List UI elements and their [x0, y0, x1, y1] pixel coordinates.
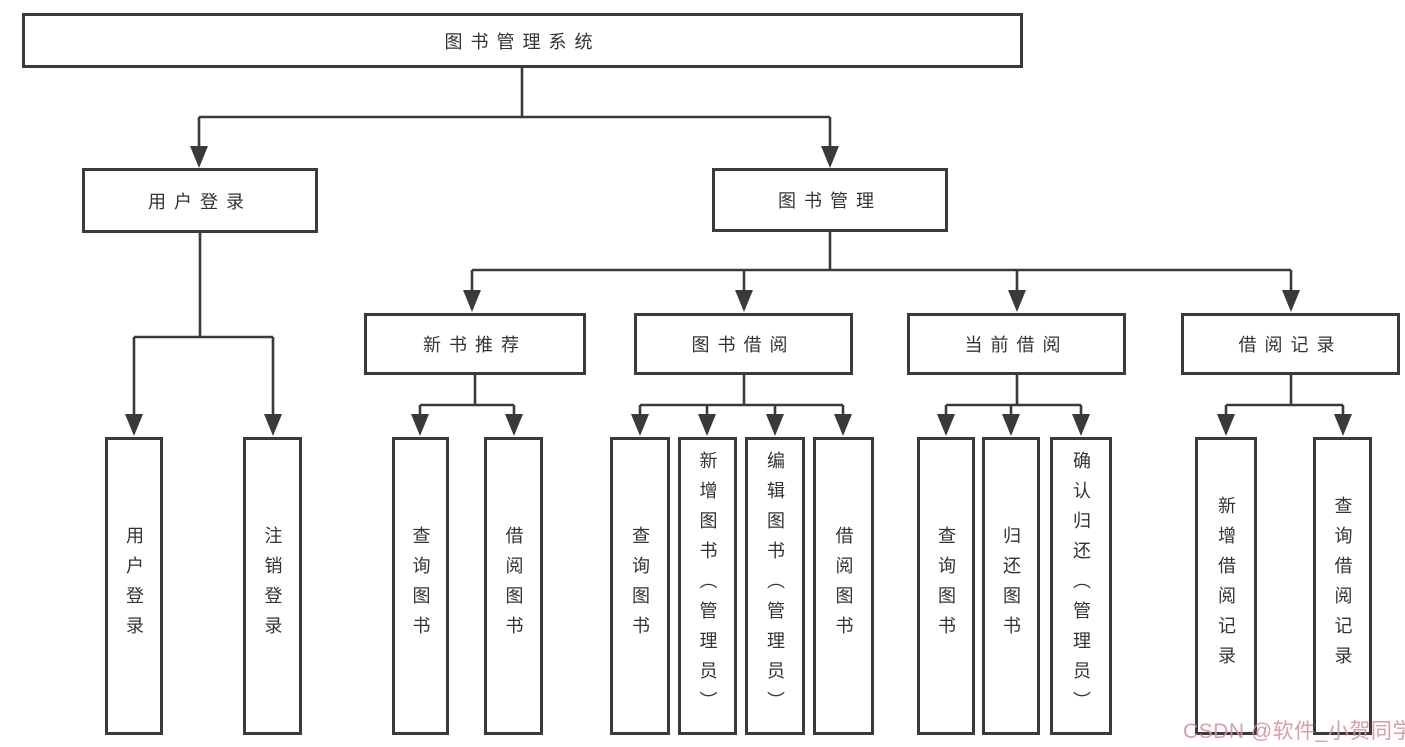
leaf-label: 确认归还（管理员）: [1071, 451, 1091, 721]
node-user-login: 用户登录: [82, 168, 318, 233]
leaf-label: 新增借阅记录: [1216, 496, 1236, 676]
leaf-borrowing-query-books: 查询图书: [610, 437, 670, 735]
leaf-records-add-borrow-record: 新增借阅记录: [1195, 437, 1257, 735]
leaf-user-login: 用户登录: [105, 437, 163, 735]
node-label: 图书借阅: [691, 335, 796, 355]
leaf-current-return-books: 归还图书: [982, 437, 1040, 735]
leaf-newrec-borrow-books: 借阅图书: [484, 437, 543, 735]
leaf-label: 用户登录: [124, 526, 144, 646]
leaf-label: 借阅图书: [833, 526, 854, 646]
leaf-newrec-query-books: 查询图书: [392, 437, 449, 735]
leaf-label: 借阅图书: [503, 526, 524, 646]
leaf-label: 新增图书（管理员）: [697, 451, 718, 721]
node-book-borrowing: 图书借阅: [634, 313, 853, 375]
leaf-label: 查询图书: [630, 526, 650, 646]
leaf-label: 注销登录: [262, 526, 283, 646]
node-label: 借阅记录: [1238, 335, 1343, 355]
leaf-current-query-books: 查询图书: [917, 437, 975, 735]
node-borrow-records: 借阅记录: [1181, 313, 1400, 375]
node-current-borrowing: 当前借阅: [907, 313, 1126, 375]
leaf-label: 查询借阅记录: [1332, 496, 1353, 676]
node-label: 新书推荐: [423, 335, 527, 355]
node-library-management-system: 图书管理系统: [22, 13, 1023, 68]
node-label: 图书管理系统: [444, 31, 601, 52]
leaf-borrowing-add-books-admin: 新增图书（管理员）: [678, 437, 737, 735]
leaf-borrowing-edit-books-admin: 编辑图书（管理员）: [745, 437, 805, 735]
leaf-label: 归还图书: [1001, 526, 1021, 646]
leaf-label: 查询图书: [936, 526, 956, 646]
node-book-management: 图书管理: [712, 168, 948, 232]
leaf-current-confirm-return-admin: 确认归还（管理员）: [1050, 437, 1112, 735]
node-label: 图书管理: [778, 191, 882, 211]
leaf-records-query-borrow-record: 查询借阅记录: [1313, 437, 1372, 735]
leaf-label: 查询图书: [410, 526, 431, 646]
node-label: 当前借阅: [964, 335, 1069, 355]
node-label: 用户登录: [148, 191, 252, 212]
leaf-logout-login: 注销登录: [243, 437, 302, 735]
leaf-label: 编辑图书（管理员）: [765, 451, 785, 721]
leaf-borrowing-borrow-books: 借阅图书: [813, 437, 874, 735]
watermark: CSDN @软件_小贺同学: [1183, 720, 1405, 743]
node-new-book-recommend: 新书推荐: [364, 313, 586, 375]
